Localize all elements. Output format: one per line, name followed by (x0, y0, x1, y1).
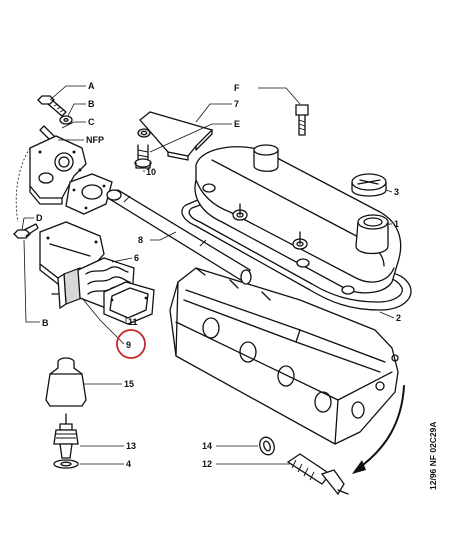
gasket-flange (65, 173, 113, 215)
breather-neck (355, 214, 389, 255)
callout-d: D (36, 213, 43, 223)
callout-b-bottom: B (42, 318, 49, 328)
pump-body (51, 267, 83, 310)
callout-15: 15 (124, 379, 134, 389)
glow-plug-sleeve (45, 357, 87, 407)
bolt-d (13, 223, 39, 239)
callout-13: 13 (126, 441, 136, 451)
callout-11: 11 (128, 317, 138, 327)
callout-b-top: B (88, 99, 95, 109)
callout-8: 8 (138, 235, 143, 245)
callout-3: 3 (394, 187, 399, 197)
gasket-11 (103, 281, 155, 325)
callout-f: F (234, 83, 240, 93)
cylinder-head (169, 267, 399, 445)
cover-plate (139, 111, 214, 161)
callout-c: C (88, 117, 95, 127)
highlight-circle (116, 329, 146, 359)
leader-lines (15, 85, 395, 465)
callout-12: 12 (202, 459, 212, 469)
injector-seal (259, 436, 275, 456)
reference-code: 12/96 NF 02C29A (428, 421, 438, 490)
callout-9: 9 (126, 340, 131, 350)
shaft (106, 189, 252, 285)
callout-labels: A B C NFP D B F 7 E 10 3 1 8 6 2 11 9 15… (36, 81, 401, 469)
callout-e: E (234, 119, 240, 129)
callout-4: 4 (126, 459, 131, 469)
rocker-cover (194, 144, 402, 295)
callout-a: A (88, 81, 95, 91)
callout-1: 1 (394, 219, 399, 229)
oil-filler-neck (253, 144, 279, 172)
location-arrow (352, 385, 405, 474)
injector (286, 453, 349, 496)
callout-14: 14 (202, 441, 212, 451)
washer-b-top (59, 115, 73, 125)
bolt-f (295, 104, 309, 136)
glow-plug (53, 413, 79, 459)
oil-filler-cap (351, 173, 387, 197)
callout-2: 2 (396, 313, 401, 323)
callout-6: 6 (134, 253, 139, 263)
bolt-a (37, 95, 67, 117)
callout-7: 7 (234, 99, 239, 109)
washer-4 (53, 459, 79, 469)
bolt-e (134, 144, 152, 169)
callout-nfp: NFP (86, 135, 104, 145)
callout-10: 10 (146, 167, 156, 177)
washer-c (137, 128, 151, 138)
